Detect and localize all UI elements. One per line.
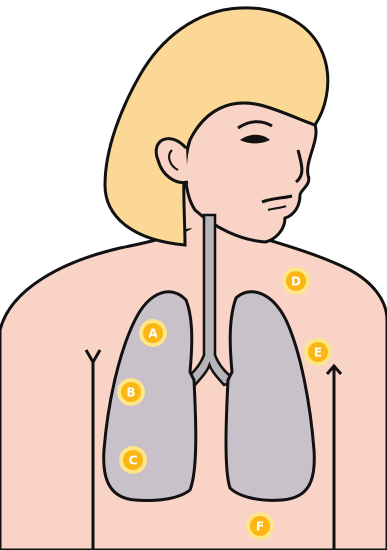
- marker-C[interactable]: C: [119, 446, 147, 474]
- marker-E[interactable]: E: [304, 338, 332, 366]
- marker-label: D: [291, 275, 301, 289]
- marker-label: F: [256, 520, 264, 534]
- marker-F[interactable]: F: [246, 512, 274, 540]
- marker-label: B: [126, 386, 135, 400]
- marker-D[interactable]: D: [282, 267, 310, 295]
- marker-B[interactable]: B: [117, 378, 145, 406]
- marker-label: A: [148, 327, 158, 341]
- torso: [0, 180, 387, 550]
- marker-label: E: [314, 346, 322, 360]
- marker-label: C: [129, 454, 138, 468]
- marker-A[interactable]: A: [139, 319, 167, 347]
